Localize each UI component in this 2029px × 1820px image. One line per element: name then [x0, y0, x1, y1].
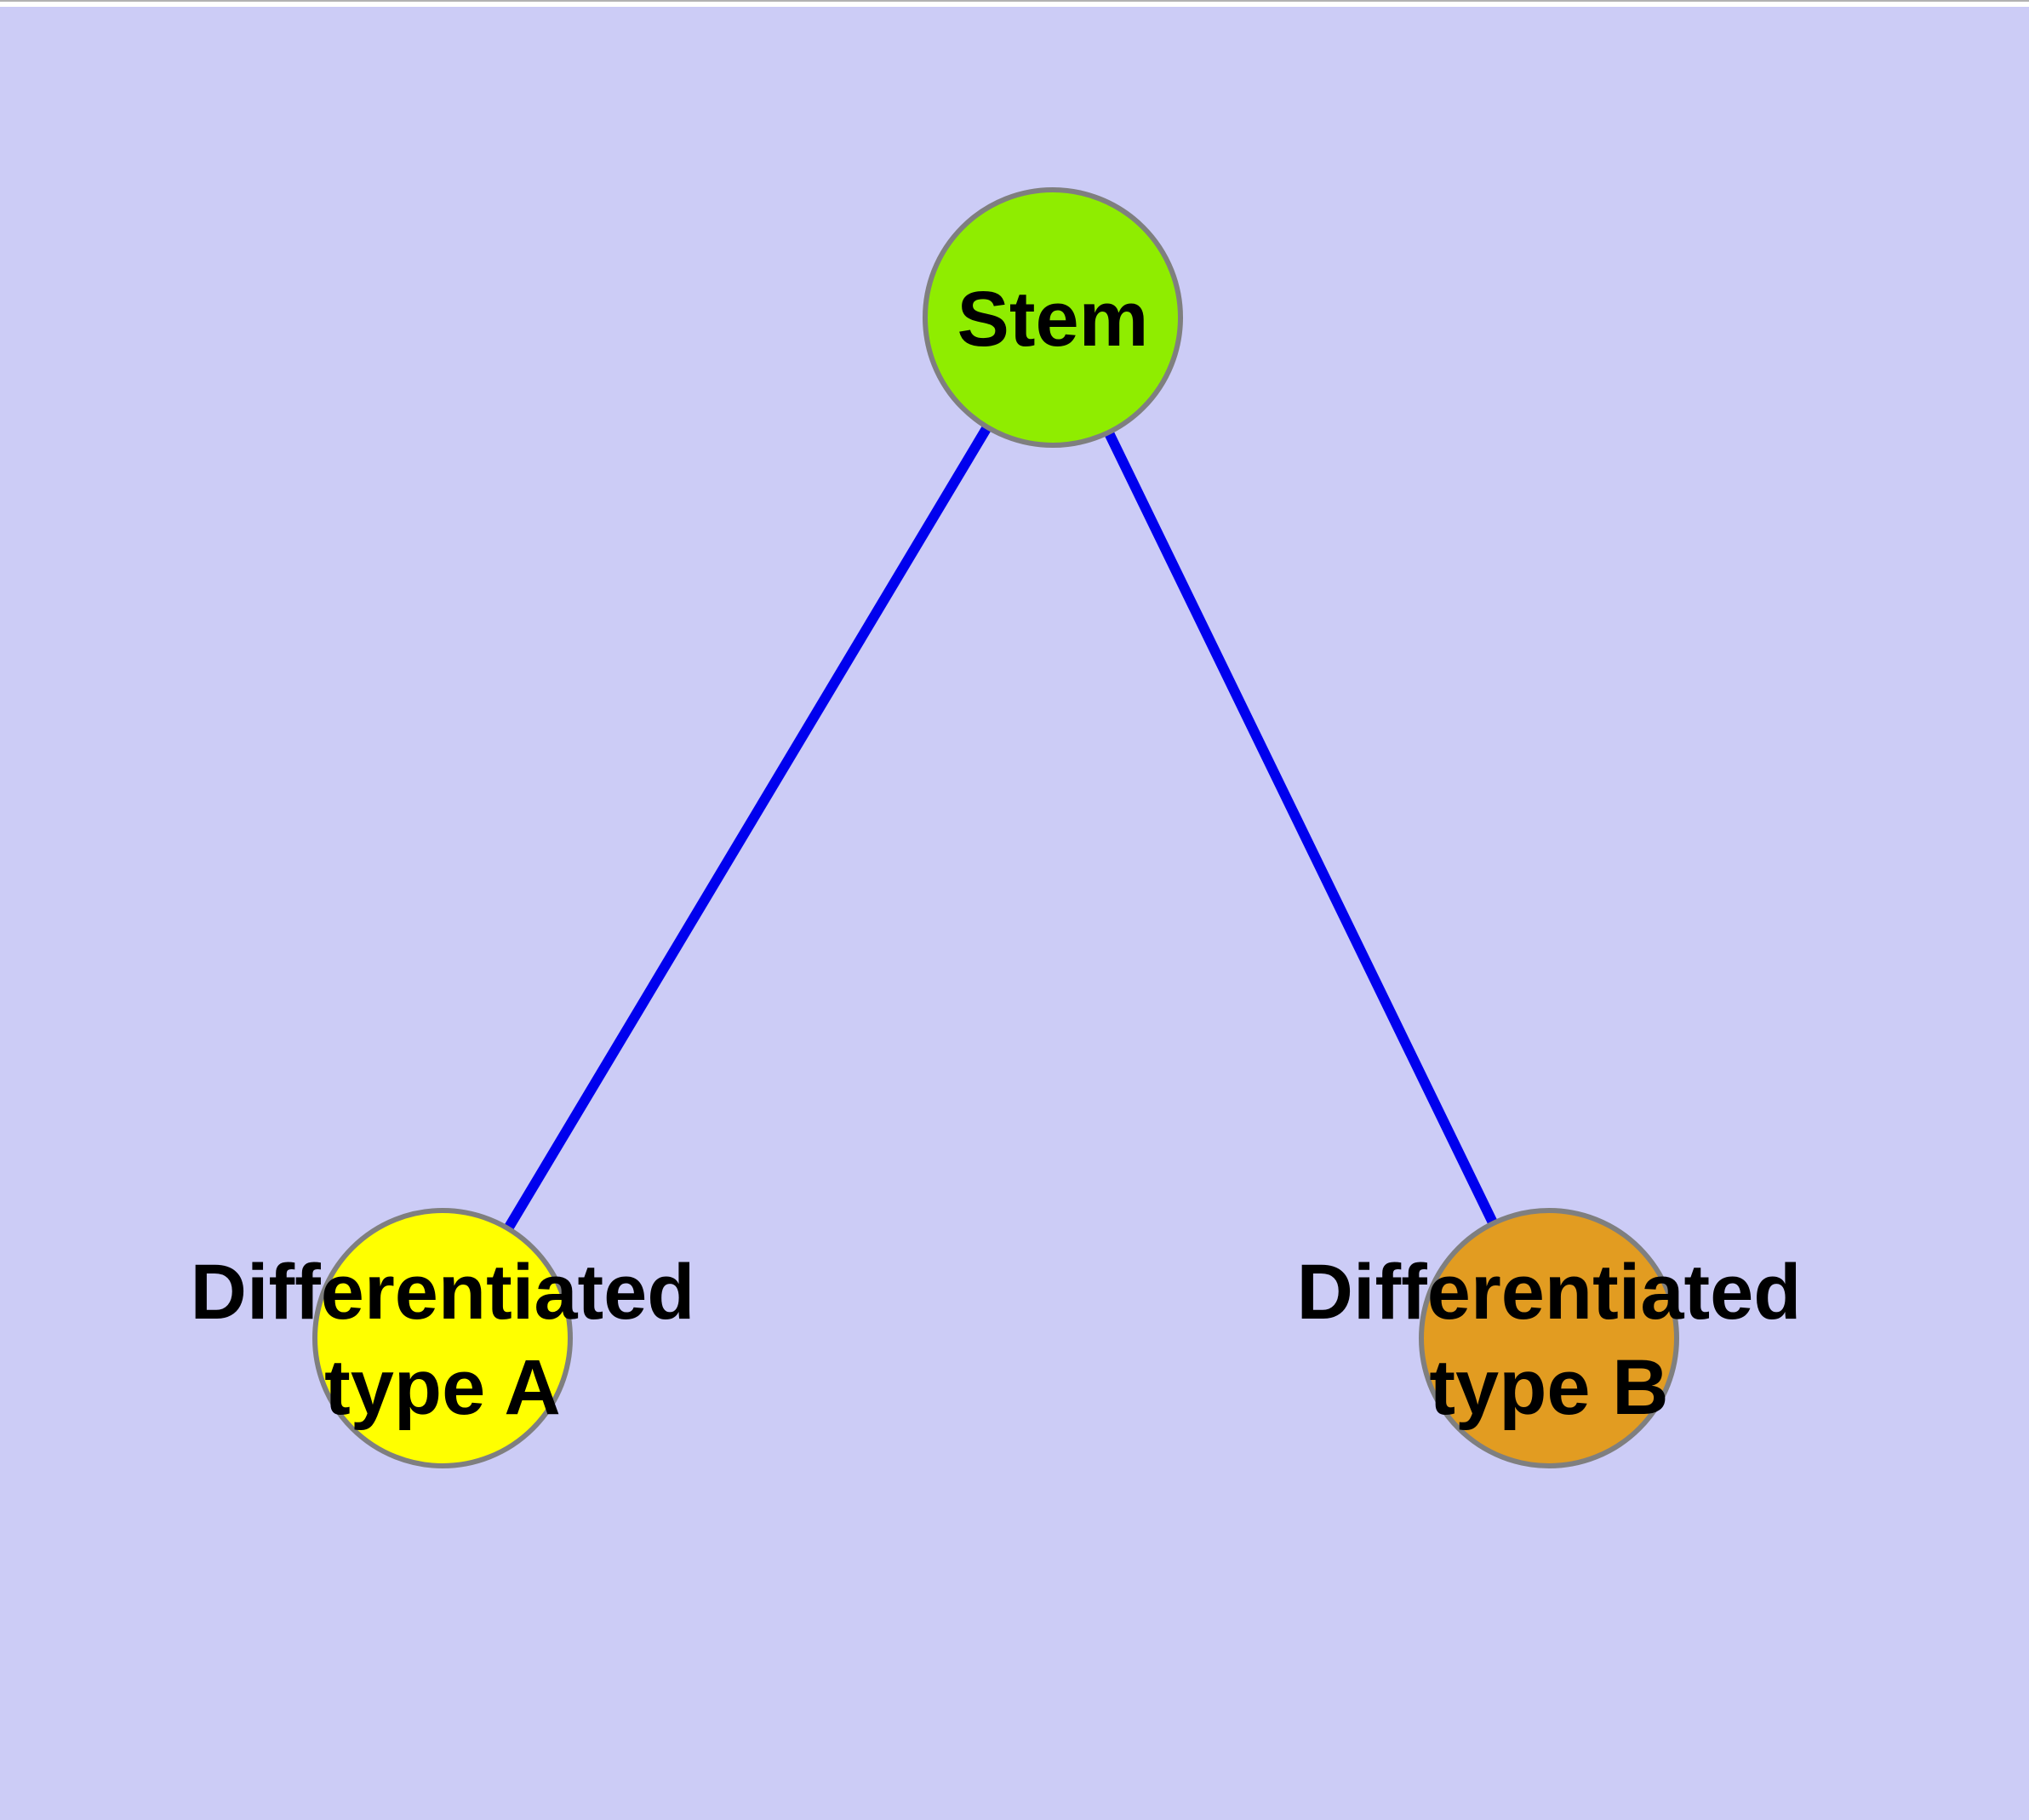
- edge-stem-to-type-a: [437, 314, 1058, 1342]
- top-white-strip: [0, 2, 2029, 7]
- node-type-b-label-line2: type B: [1429, 1344, 1668, 1431]
- node-type-b-circle: [1419, 1208, 1679, 1468]
- node-type-b-label-line1: Differentiated: [1297, 1249, 1802, 1336]
- node-type-a-label-line1: Differentiated: [191, 1249, 695, 1336]
- top-border-line: [0, 0, 2029, 2]
- node-stem-circle: [923, 187, 1183, 448]
- edge-stem-to-type-b: [1048, 315, 1554, 1341]
- node-stem-label: Stem: [957, 276, 1149, 363]
- node-type-a-label-line2: type A: [324, 1344, 561, 1431]
- node-type-a-circle: [312, 1208, 573, 1468]
